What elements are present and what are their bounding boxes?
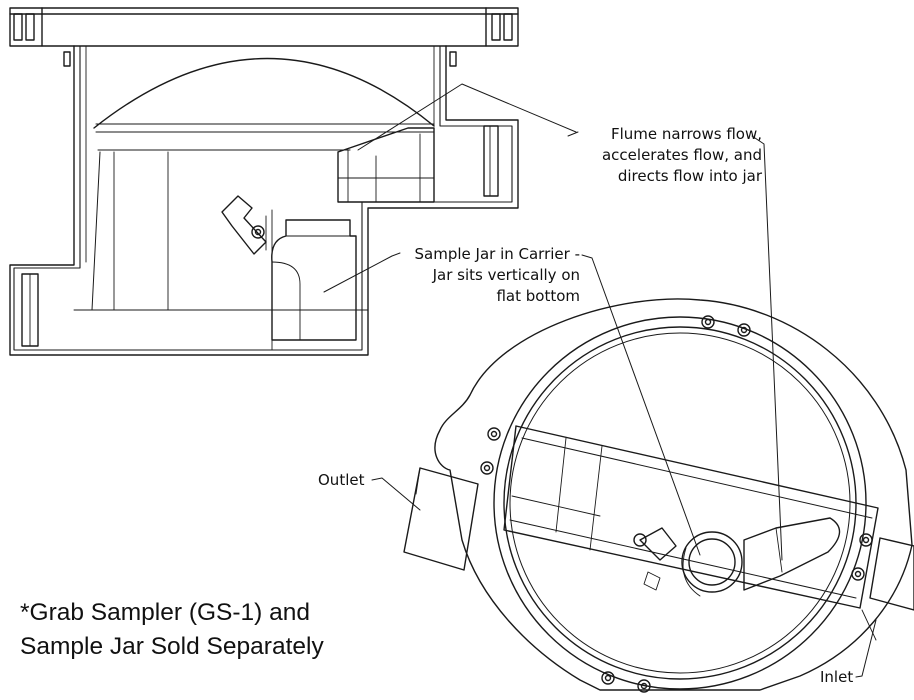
jar-line-1: Sample Jar in Carrier -: [414, 245, 580, 263]
dome: [93, 57, 435, 129]
inlet-label: Inlet: [820, 668, 854, 686]
sample-jar: [271, 219, 357, 341]
top-flange: [9, 7, 519, 47]
footnote-line-1: *Grab Sampler (GS-1) and: [20, 599, 311, 626]
footnote-line-2: Sample Jar Sold Separately: [20, 633, 324, 660]
bolts: [480, 315, 873, 693]
footnote: *Grab Sampler (GS-1) and Sample Jar Sold…: [20, 596, 324, 664]
channel: [503, 425, 879, 609]
main-ring: [493, 316, 867, 690]
jar-line-2: Jar sits vertically on: [432, 266, 580, 284]
plan-jar: [681, 531, 743, 593]
plan-flume: [743, 517, 841, 591]
inlet-pipe: [869, 537, 914, 611]
flume-callout: Flume narrows flow, accelerates flow, an…: [584, 124, 762, 187]
sample-jar-callout: Sample Jar in Carrier - Jar sits vertica…: [384, 244, 580, 307]
flume-line-3: directs flow into jar: [617, 167, 762, 185]
outlet-label: Outlet: [318, 471, 365, 489]
flume-line-1: Flume narrows flow,: [610, 125, 762, 143]
jar-line-3: flat bottom: [496, 287, 580, 305]
housing-outline: [9, 45, 519, 356]
leader-lines: [323, 83, 877, 678]
flume-line-2: accelerates flow, and: [601, 146, 762, 164]
outlet-pipe: [403, 467, 479, 571]
plan-view: [403, 298, 914, 693]
flume: [337, 127, 435, 203]
outer-flange: [434, 298, 913, 691]
jar-carrier: [221, 195, 267, 255]
section-view: [9, 7, 519, 356]
